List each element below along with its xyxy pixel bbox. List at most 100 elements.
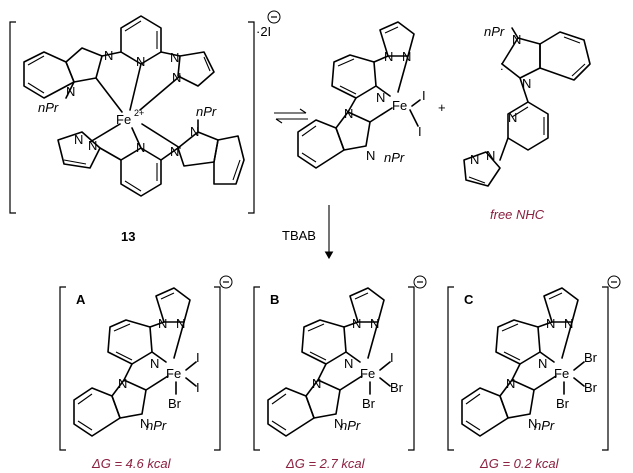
n-label: N	[140, 416, 149, 431]
energy-label: ΔG = 0.2 kcal	[479, 456, 560, 471]
reagent-label: TBAB	[282, 228, 316, 243]
ligand-label: Br	[168, 396, 182, 411]
panel-letter: C	[464, 292, 474, 307]
ligand-label: I	[418, 124, 422, 139]
imidazole-neutral	[335, 111, 371, 151]
n-label: N	[376, 90, 385, 105]
fe-label: Fe	[116, 112, 131, 127]
imidazole-top-left	[65, 47, 103, 83]
carbene-dots: :	[500, 58, 504, 73]
n-label: N	[402, 49, 411, 64]
equilibrium-arrow-icon	[274, 108, 308, 124]
pyrazole-bottom-left	[57, 131, 101, 169]
n-label: N	[312, 376, 321, 391]
compound-number: 13	[121, 229, 135, 244]
n-label: N	[150, 356, 159, 371]
n-label: N	[352, 316, 361, 331]
panel-bracket-right	[214, 286, 221, 451]
ligand-label: Br	[584, 350, 598, 365]
n-label: N	[470, 152, 479, 167]
n-label: N	[88, 138, 97, 153]
pyrazole-neutral	[379, 21, 415, 57]
npr-label: nPr	[534, 418, 555, 433]
n-label: N	[384, 49, 393, 64]
n-label: N	[546, 316, 555, 331]
benzo-ring	[267, 387, 315, 437]
ligand-label: Br	[390, 380, 404, 395]
ligand-label: Br	[584, 380, 598, 395]
benzo-ring	[461, 387, 509, 437]
ligand-label: Br	[362, 396, 376, 411]
pyrazole-ring	[543, 287, 579, 323]
n-label: N	[564, 316, 573, 331]
fe-label: Fe	[554, 366, 569, 381]
npr-label: nPr	[384, 150, 405, 165]
n-label: N	[170, 144, 179, 159]
n-label: N	[190, 124, 199, 139]
n-label: N	[528, 416, 537, 431]
minus-circle-icon	[267, 10, 281, 24]
imidazole-ring	[305, 379, 341, 419]
n-label: N	[522, 76, 531, 91]
free-nhc-caption: free NHC	[490, 207, 545, 222]
n-label: N	[344, 106, 353, 121]
benzo-bottom-right	[213, 135, 245, 185]
imidazole-ring	[499, 379, 535, 419]
fe-label: Fe	[392, 98, 407, 113]
energy-label: ΔG = 4.6 kcal	[91, 456, 172, 471]
n-label: N	[508, 110, 517, 125]
energy-label: ΔG = 2.7 kcal	[285, 456, 366, 471]
n-label: N	[506, 376, 515, 391]
panel-bracket-right	[602, 286, 609, 451]
panel-bracket-left	[59, 286, 66, 451]
panel-bracket-right	[408, 286, 415, 451]
n-label: N	[538, 356, 547, 371]
panel-letter: B	[270, 292, 279, 307]
benzo-neutral	[297, 119, 345, 169]
n-label: N	[136, 140, 145, 155]
npr-label: nPr	[340, 418, 361, 433]
n-label: N	[370, 316, 379, 331]
n-label: N	[74, 132, 83, 147]
n-label: N	[366, 148, 375, 163]
pyridine-ring	[301, 319, 347, 365]
pyridine-neutral	[331, 54, 377, 99]
pyrazole-ring	[155, 287, 191, 323]
n-label: N	[66, 84, 75, 99]
minus-circle-icon	[607, 275, 621, 289]
ligand-label: I	[196, 350, 200, 365]
panel-bracket-left	[253, 286, 260, 451]
pyrazole-top-right	[177, 51, 215, 87]
pyridine-ring	[107, 319, 153, 365]
n-label: N	[176, 316, 185, 331]
neutral-complex: Fe I I nPr N N N N N	[297, 21, 426, 169]
complex-13: Fe 2+ ·2I nPr nPr N N N N N N N N N N 13	[9, 15, 271, 244]
npr-label: nPr	[484, 24, 505, 39]
n-label: N	[486, 148, 495, 163]
npr-label-13a: nPr	[38, 100, 59, 115]
counterion-label: ·2I	[256, 24, 271, 39]
pyridine-ring	[495, 319, 541, 365]
n-label: N	[136, 54, 145, 69]
ligand-label: I	[422, 88, 426, 103]
ligand-label: I	[390, 350, 394, 365]
benzo-free	[539, 31, 591, 81]
npr-label: nPr	[146, 418, 167, 433]
pyrazole-ring	[349, 287, 385, 323]
fe-label: Fe	[166, 366, 181, 381]
n-label: N	[172, 70, 181, 85]
panel-bracket-left	[447, 286, 454, 451]
n-label: N	[118, 376, 127, 391]
n-label: N	[170, 50, 179, 65]
npr-label-13b: nPr	[196, 104, 217, 119]
plus-sign: +	[438, 100, 446, 115]
n-label: N	[104, 48, 113, 63]
n-label: N	[158, 316, 167, 331]
minus-circle-icon	[219, 275, 233, 289]
free-nhc: nPr N N N N N : free NHC	[463, 24, 591, 222]
